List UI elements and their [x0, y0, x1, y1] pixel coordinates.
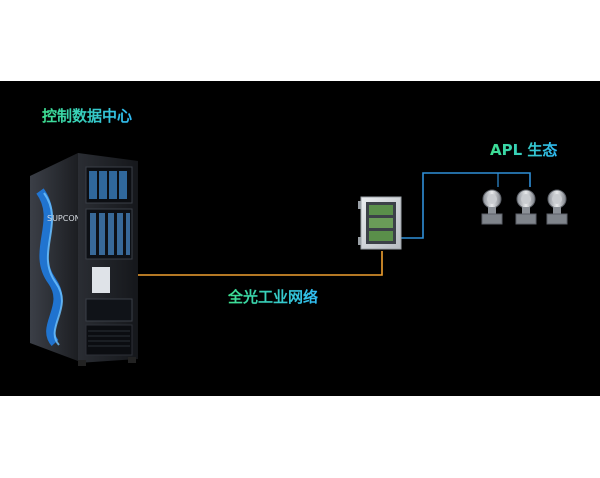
cabinet-brand-text: SUPCON [47, 214, 81, 223]
pressure-transmitter-icon [481, 189, 503, 225]
pressure-transmitter-icon [515, 189, 537, 225]
diagram-graphics: SUPCON [30, 153, 568, 366]
apl-ecosystem-label: APL 生态 [490, 141, 558, 159]
field-junction-box-icon [358, 196, 402, 250]
server-cabinet-icon: SUPCON [30, 153, 138, 366]
pressure-transmitter-icon [546, 189, 568, 225]
diagram-canvas: 控制数据中心 APL 生态 全光工业网络 [0, 81, 600, 396]
optical-network-link [136, 251, 383, 276]
apl-link [400, 172, 531, 239]
control-center-label: 控制数据中心 [42, 107, 133, 125]
optical-network-label: 全光工业网络 [228, 288, 319, 306]
